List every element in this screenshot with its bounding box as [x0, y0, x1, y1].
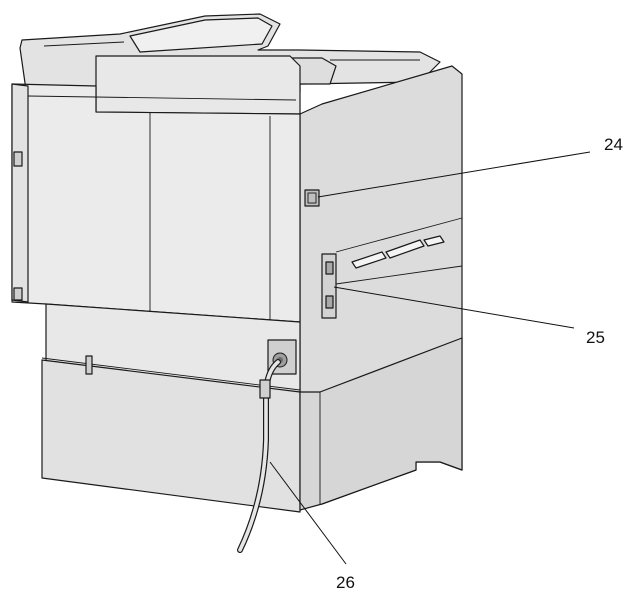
lower-right-side	[299, 337, 463, 511]
left-latch-lower	[13, 287, 23, 301]
left-latch-upper	[13, 151, 23, 167]
callout-line-25	[333, 286, 575, 329]
right-side-slot-1	[351, 251, 387, 269]
right-side-slot-3	[423, 235, 445, 247]
port-25-lower	[325, 295, 334, 309]
cord-clip	[259, 379, 271, 399]
lower-latch	[85, 355, 93, 375]
lower-cabinet-front-bottom	[41, 359, 301, 513]
port-24	[304, 189, 320, 207]
feeder-tray-top	[129, 17, 273, 53]
callout-label-26: 26	[336, 573, 355, 592]
upper-front-panel	[11, 83, 301, 323]
callout-line-26	[269, 461, 347, 565]
printer-illustration	[11, 13, 463, 553]
right-side-slot-2	[385, 239, 425, 259]
callout-label-25: 25	[586, 328, 605, 347]
left-side-strip	[11, 83, 29, 303]
callout-label-24: 24	[604, 135, 623, 154]
callout-line-24	[317, 151, 591, 198]
feeder-lid	[95, 55, 301, 115]
port-25-upper	[325, 261, 334, 275]
